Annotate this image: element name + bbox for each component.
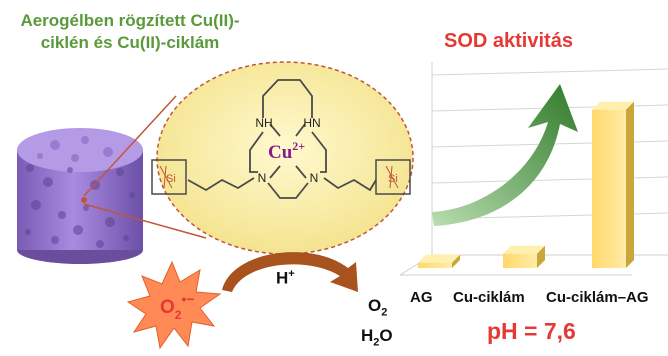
bar-top — [418, 254, 460, 263]
bar-1 — [418, 254, 460, 268]
bar-2 — [503, 245, 545, 268]
n-left-label: N — [258, 171, 267, 185]
gridline — [431, 68, 668, 76]
chart-bars — [418, 101, 634, 268]
hn-right-label: HN — [303, 116, 320, 130]
bar-side — [537, 245, 545, 268]
product-oxygen: O2 — [368, 296, 388, 319]
category-label-cu-ciklam: Cu-ciklám — [453, 289, 525, 306]
bar-top — [503, 245, 545, 254]
catalyst-label: H+ — [276, 268, 295, 288]
bar-front — [503, 253, 537, 268]
bar-front — [418, 262, 452, 268]
bar-top — [592, 101, 634, 110]
bar-front — [592, 109, 626, 268]
zoom-point — [81, 197, 87, 203]
reaction-arrow — [222, 252, 358, 292]
silicon-right-label: Si — [388, 173, 398, 185]
aerogel-label: Aerogélben rögzített Cu(II)-ciklén és Cu… — [20, 11, 240, 52]
cyclam-molecule — [187, 79, 377, 199]
superoxide-label: O2•− — [160, 291, 195, 322]
silane-hatches — [159, 165, 399, 189]
zoom-lines — [83, 95, 207, 239]
category-label-cu-ciklam-ag: Cu-ciklám–AG — [546, 289, 649, 306]
n-right-label: N — [310, 171, 319, 185]
product-water: H2O — [361, 326, 393, 349]
aerogel-cylinder — [17, 128, 143, 264]
silicon-left-label: Si — [166, 173, 176, 185]
silane-box-left — [151, 159, 187, 195]
bar-side — [626, 101, 634, 268]
green-trend-arrow — [432, 84, 578, 226]
bar-side — [452, 254, 460, 268]
silane-box-right — [375, 159, 411, 195]
superoxide-burst — [126, 260, 222, 350]
copper-label: Cu2+ — [268, 139, 305, 163]
nh-left-label: NH — [255, 116, 272, 130]
category-label-ag: AG — [410, 289, 433, 306]
ph-label: pH = 7,6 — [487, 318, 576, 344]
bar-3 — [592, 101, 634, 268]
chart-title: SOD aktivitás — [444, 30, 573, 52]
